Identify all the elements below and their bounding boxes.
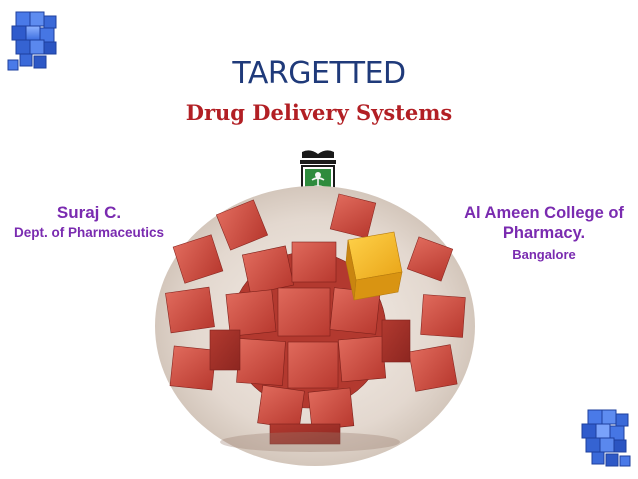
blue-cube-cluster-icon <box>581 409 631 467</box>
slide-subtitle: Drug Delivery Systems <box>185 100 453 125</box>
college-name-line2: Pharmacy. <box>502 224 586 242</box>
college-name-line1: Al Ameen College of <box>464 204 624 222</box>
blue-cube-cluster-icon <box>7 11 57 71</box>
author-block: Suraj C. Dept. of Pharmaceutics <box>4 203 174 240</box>
author-department: Dept. of Pharmaceutics <box>13 225 165 240</box>
slide-title: TARGETTED <box>232 56 406 91</box>
college-block: Al Ameen College of Pharmacy. Bangalore <box>454 203 634 262</box>
college-city: Bangalore <box>512 247 576 262</box>
author-name: Suraj C. <box>56 203 122 222</box>
cube-sphere-illustration <box>155 186 475 466</box>
